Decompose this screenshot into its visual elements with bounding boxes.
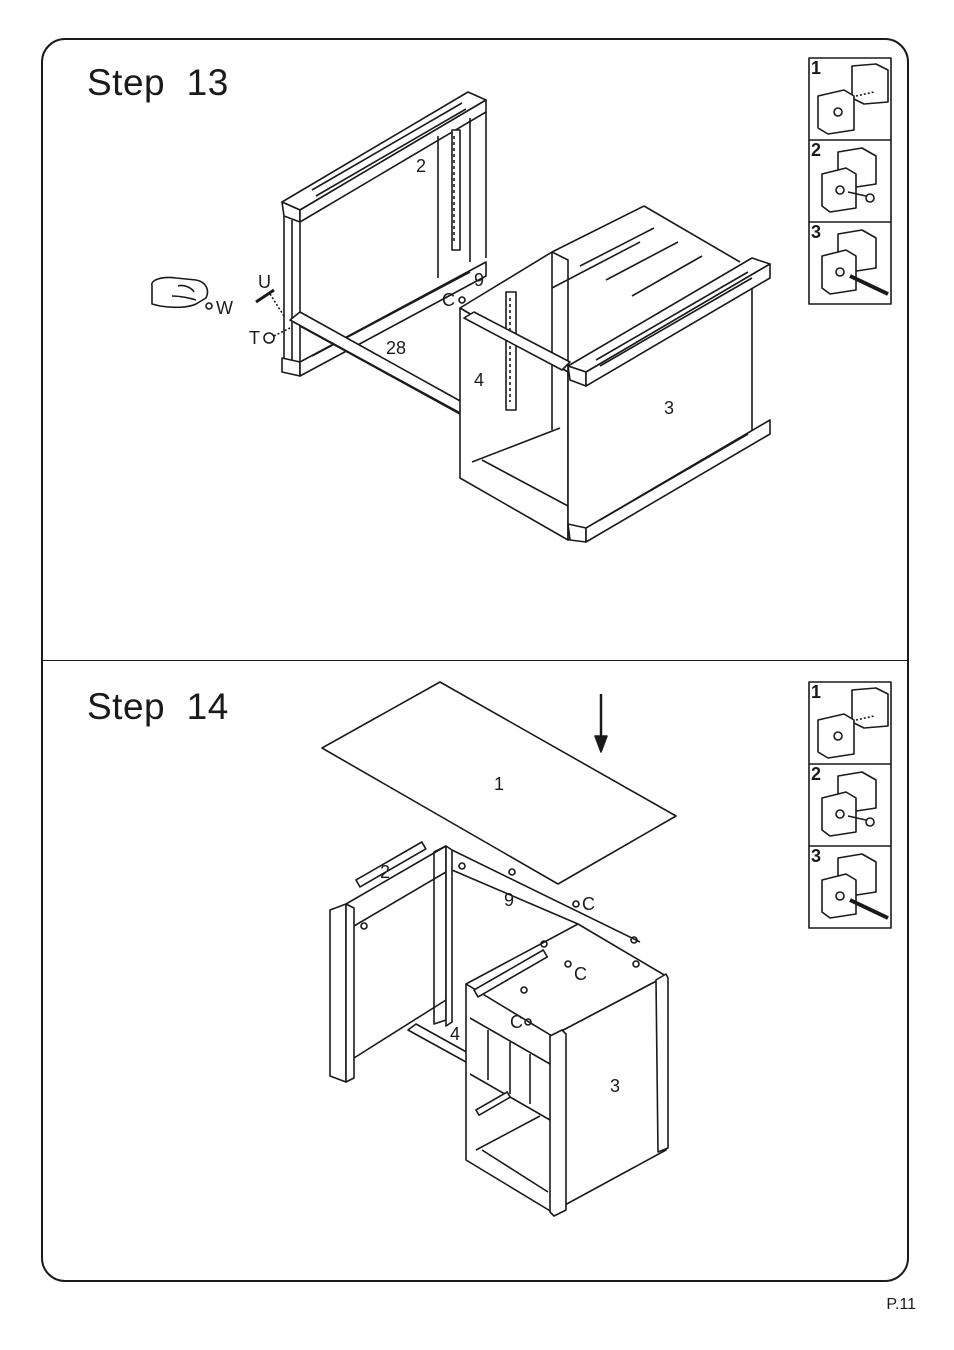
label-T: T <box>249 328 260 348</box>
cabinet-3 <box>460 206 770 542</box>
detail-14-num-3: 3 <box>811 846 821 866</box>
label-C: C <box>442 290 455 310</box>
label-9: 9 <box>474 270 484 290</box>
detail-13-num-2: 2 <box>811 140 821 160</box>
label-C-lower: C <box>510 1012 523 1032</box>
detail-14-num-2: 2 <box>811 764 821 784</box>
label-W: W <box>216 298 233 318</box>
label-1: 1 <box>494 774 504 794</box>
step-13-drawing: 2 9 C U W T 28 4 3 1 2 3 <box>152 58 891 542</box>
step-14-drawing: 1 2 9 C C C 4 3 1 2 3 <box>322 682 891 1216</box>
label-panel-2: 2 <box>416 156 426 176</box>
hand-cam-icon <box>152 277 212 309</box>
label-28: 28 <box>386 338 406 358</box>
label-C-middle: C <box>574 964 587 984</box>
detail-14-num-1: 1 <box>811 682 821 702</box>
label-4-step14: 4 <box>450 1024 460 1044</box>
cam-lock-detail-13: 1 2 3 <box>809 58 891 304</box>
label-C-upper: C <box>582 894 595 914</box>
page-number: P.11 <box>886 1296 916 1314</box>
down-arrow <box>595 694 607 752</box>
cam-lock-detail-14: 1 2 3 <box>809 682 891 928</box>
desk-frame <box>330 842 668 1216</box>
label-3: 3 <box>664 398 674 418</box>
label-9-step14: 9 <box>504 890 514 910</box>
label-U: U <box>258 272 271 292</box>
label-4: 4 <box>474 370 484 390</box>
label-3-step14: 3 <box>610 1076 620 1096</box>
detail-13-num-1: 1 <box>811 58 821 78</box>
detail-13-num-3: 3 <box>811 222 821 242</box>
label-2-step14: 2 <box>380 862 390 882</box>
